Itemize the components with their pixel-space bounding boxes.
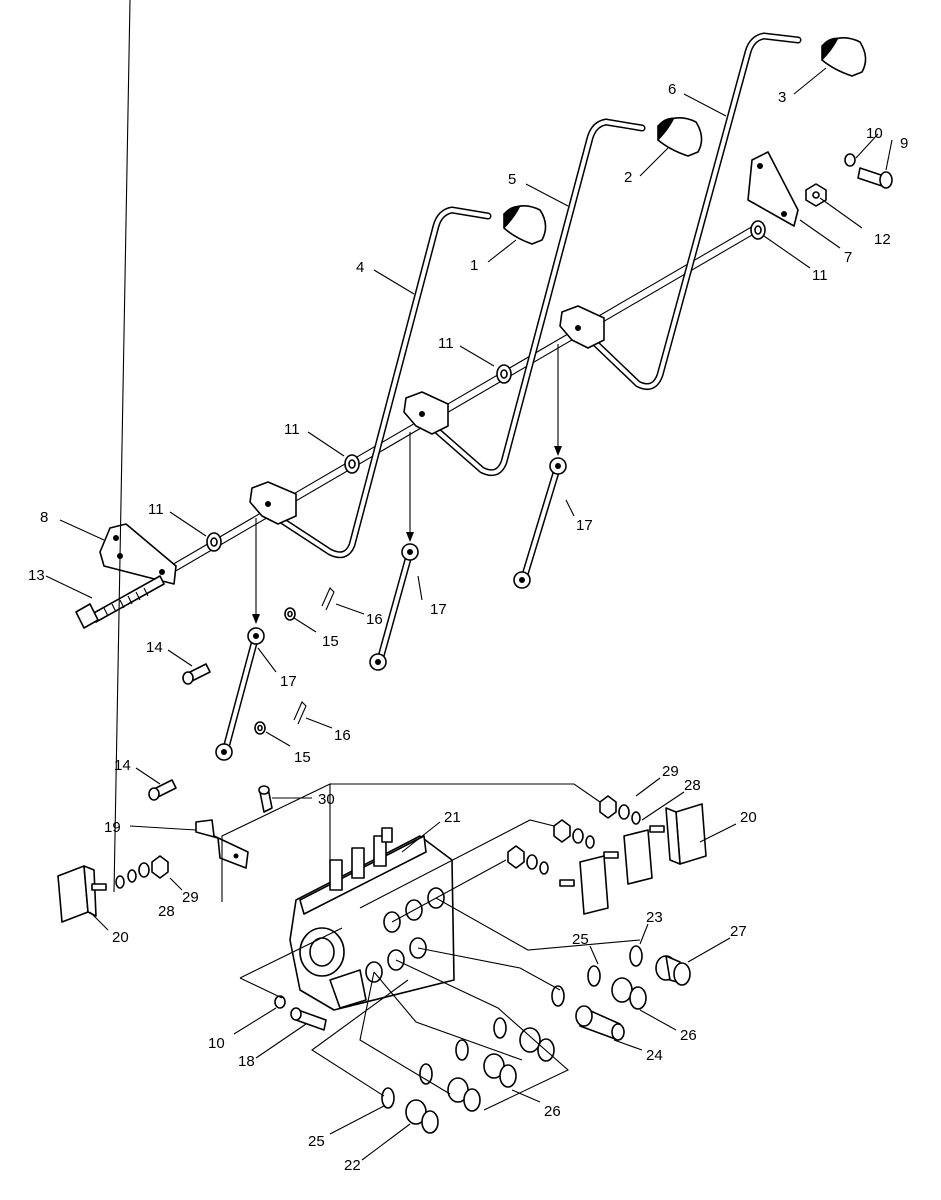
nut-12 bbox=[805, 183, 827, 207]
washer-11-c bbox=[496, 364, 512, 384]
callout-16-bottom: 16 bbox=[334, 727, 351, 744]
callout-16-top: 16 bbox=[366, 611, 383, 628]
fitting-26-a bbox=[611, 977, 647, 1010]
knob-1 bbox=[503, 205, 547, 245]
callout-25-right: 25 bbox=[572, 931, 589, 948]
callout-20-right: 20 bbox=[740, 809, 757, 826]
callout-26-bottom: 26 bbox=[544, 1103, 561, 1120]
callout-17-mid: 17 bbox=[430, 601, 447, 618]
routing-lines bbox=[221, 783, 641, 1111]
bolt-13 bbox=[75, 575, 165, 629]
switch-20-a bbox=[57, 865, 107, 923]
callout-28-right: 28 bbox=[684, 777, 701, 794]
callout-18: 18 bbox=[238, 1053, 255, 1070]
knob-2 bbox=[657, 117, 703, 157]
washer-10-b bbox=[274, 995, 286, 1009]
nut-washers-29-28-right bbox=[507, 795, 641, 875]
washer-10-a bbox=[844, 153, 856, 167]
callout-11-lower: 11 bbox=[284, 421, 300, 438]
nut-washers-29-28-left bbox=[115, 855, 169, 889]
pivot-block-6 bbox=[559, 305, 605, 349]
fitting-27 bbox=[655, 955, 691, 986]
switch-20-c bbox=[603, 829, 653, 885]
washer-11-d bbox=[750, 220, 766, 240]
leader-lines bbox=[45, 0, 893, 1161]
callout-1: 1 bbox=[470, 257, 478, 274]
switch-20-d bbox=[559, 855, 609, 915]
o-rings bbox=[381, 945, 643, 1109]
callout-11-left: 11 bbox=[148, 501, 164, 518]
callout-11-top: 11 bbox=[812, 267, 828, 284]
washer-11-a bbox=[206, 532, 222, 552]
washer-15-b bbox=[254, 721, 266, 735]
pin-14-a bbox=[182, 663, 211, 685]
callout-3: 3 bbox=[778, 89, 786, 106]
callout-29-right: 29 bbox=[662, 763, 679, 780]
callout-26-right: 26 bbox=[680, 1027, 697, 1044]
bolt-30 bbox=[258, 785, 273, 813]
cotter-pin-16-b bbox=[293, 701, 307, 725]
callout-21: 21 bbox=[444, 809, 461, 826]
callout-30: 30 bbox=[318, 791, 335, 808]
lever-5 bbox=[430, 118, 646, 477]
callout-27: 27 bbox=[730, 923, 747, 940]
callout-11-mid: 11 bbox=[438, 335, 454, 352]
callout-23: 23 bbox=[646, 909, 663, 926]
callout-12: 12 bbox=[874, 231, 891, 248]
callout-13: 13 bbox=[28, 567, 45, 584]
lever-6 bbox=[588, 32, 802, 390]
callout-2: 2 bbox=[624, 169, 632, 186]
link-17-b bbox=[369, 543, 419, 671]
callout-labels: 1 2 3 4 5 6 7 8 9 10 11 12 11 11 11 13 1… bbox=[28, 81, 908, 1174]
callout-25-bottom: 25 bbox=[308, 1133, 325, 1150]
pivot-shaft bbox=[169, 221, 765, 573]
fitting-26-b bbox=[447, 1027, 555, 1112]
callout-15-top: 15 bbox=[322, 633, 339, 650]
link-17-a bbox=[215, 627, 265, 761]
callout-7: 7 bbox=[844, 249, 852, 266]
callout-17-right: 17 bbox=[576, 517, 593, 534]
callout-20-left: 20 bbox=[112, 929, 129, 946]
washer-15-a bbox=[284, 607, 296, 621]
callout-14-top: 14 bbox=[146, 639, 163, 656]
switch-20-b bbox=[649, 803, 707, 865]
callout-19: 19 bbox=[104, 819, 121, 836]
pin-14-b bbox=[148, 779, 177, 801]
bolt-9 bbox=[857, 167, 893, 189]
callout-9: 9 bbox=[900, 135, 908, 152]
washer-11-b bbox=[344, 454, 360, 474]
lever-4 bbox=[274, 206, 492, 559]
pivot-block-5 bbox=[403, 391, 449, 435]
callout-10-top: 10 bbox=[866, 125, 883, 142]
callout-6: 6 bbox=[668, 81, 676, 98]
callout-28-left: 28 bbox=[158, 903, 175, 920]
bracket-7 bbox=[747, 151, 799, 227]
callout-14-bottom: 14 bbox=[114, 757, 131, 774]
callout-15-bottom: 15 bbox=[294, 749, 311, 766]
bracket-8 bbox=[99, 523, 177, 585]
callout-5: 5 bbox=[508, 171, 516, 188]
callout-22: 22 bbox=[344, 1157, 361, 1174]
callout-29-left: 29 bbox=[182, 889, 199, 906]
cotter-pin-16-a bbox=[321, 587, 335, 611]
link-17-c bbox=[513, 457, 567, 589]
callout-10-bottom: 10 bbox=[208, 1035, 225, 1052]
fitting-22 bbox=[405, 1099, 439, 1134]
assembly-arrows bbox=[252, 344, 562, 624]
bolt-18 bbox=[290, 1007, 327, 1031]
knob-3 bbox=[821, 37, 867, 77]
callout-4: 4 bbox=[356, 259, 364, 276]
adapter-24 bbox=[575, 1005, 625, 1041]
callout-24: 24 bbox=[646, 1047, 663, 1064]
pivot-block-4 bbox=[249, 481, 297, 525]
callout-17-left: 17 bbox=[280, 673, 297, 690]
callout-8: 8 bbox=[40, 509, 48, 526]
